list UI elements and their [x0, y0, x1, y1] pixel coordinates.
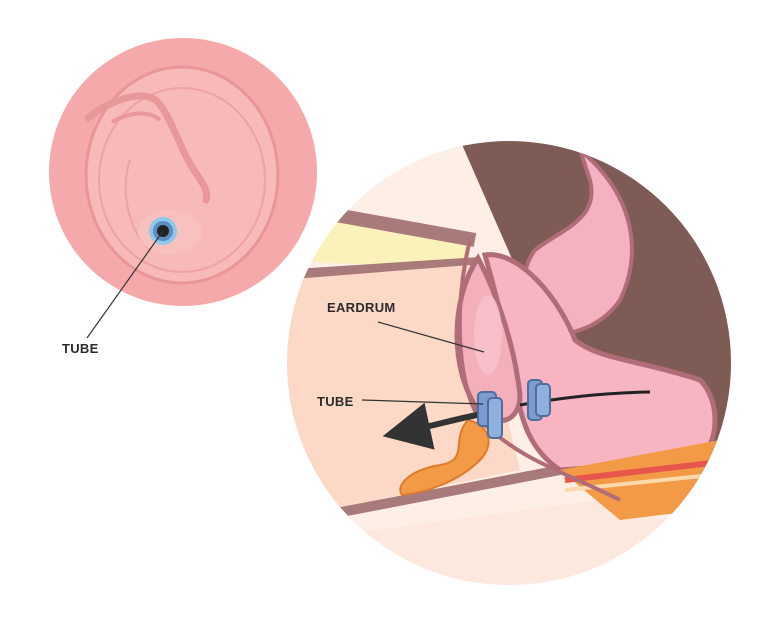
- drainage-arrow: [382, 402, 483, 450]
- tube-label-inner: TUBE: [317, 394, 354, 409]
- tube-grommet-side: [477, 379, 551, 439]
- drained-fluid: [399, 418, 490, 497]
- eardrum-label: EARDRUM: [327, 300, 396, 315]
- tube-inner-leader: [361, 399, 484, 405]
- eardrum-leader: [377, 321, 485, 353]
- eardrum-front-view: [49, 38, 317, 306]
- tube-label-outer: TUBE: [62, 341, 99, 356]
- ear-cross-section: [287, 141, 731, 585]
- tube-outer-leader: [86, 230, 164, 339]
